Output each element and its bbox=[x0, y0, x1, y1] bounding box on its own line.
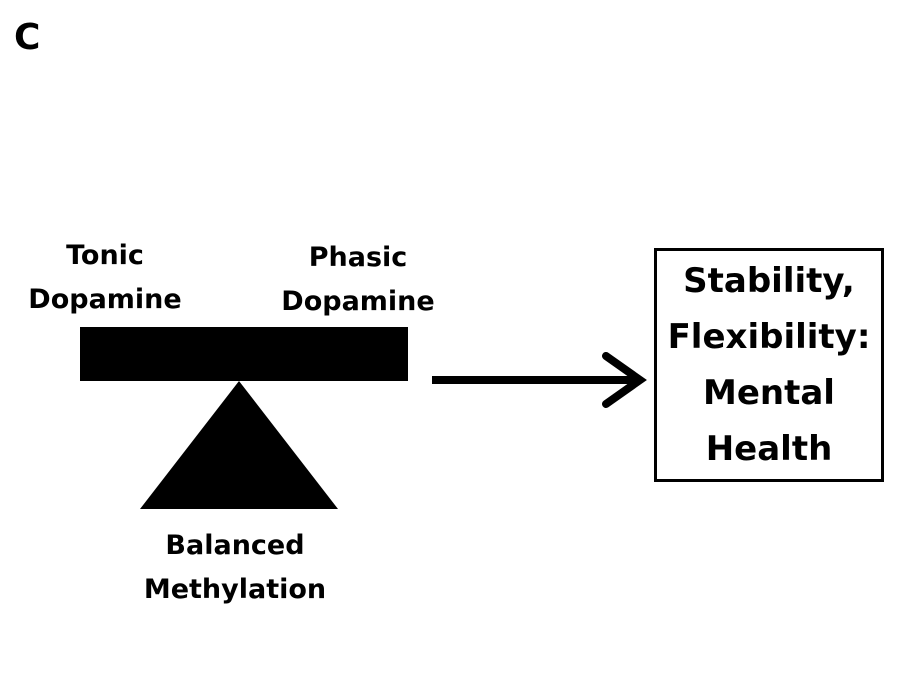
balanced-methylation-label-line-2: Methylation bbox=[143, 574, 327, 605]
tonic-dopamine-label-line-2: Dopamine bbox=[28, 284, 182, 315]
seesaw-beam bbox=[80, 327, 408, 381]
balanced-methylation-label-line-1: Balanced bbox=[165, 530, 305, 561]
fulcrum-triangle bbox=[140, 381, 338, 509]
balanced-methylation-label: Balanced Methylation bbox=[128, 524, 342, 612]
right-arrow-icon bbox=[432, 352, 647, 408]
phasic-dopamine-label-line-1: Phasic bbox=[308, 242, 408, 273]
tonic-dopamine-label-line-1: Tonic bbox=[66, 240, 144, 271]
outcome-line-2: Flexibility: bbox=[667, 317, 871, 357]
outcome-box: Stability, Flexibility: Mental Health bbox=[654, 248, 884, 482]
phasic-dopamine-label: Phasic Dopamine bbox=[272, 236, 444, 324]
panel-label: C bbox=[14, 17, 41, 58]
tonic-dopamine-label: Tonic Dopamine bbox=[20, 234, 190, 322]
arrow-head bbox=[602, 352, 647, 408]
fulcrum-shape bbox=[140, 381, 338, 509]
outcome-line-4: Health bbox=[705, 429, 833, 469]
outcome-line-3: Mental bbox=[703, 373, 835, 413]
outcome-line-1: Stability, bbox=[683, 261, 855, 301]
phasic-dopamine-label-line-2: Dopamine bbox=[281, 286, 435, 317]
